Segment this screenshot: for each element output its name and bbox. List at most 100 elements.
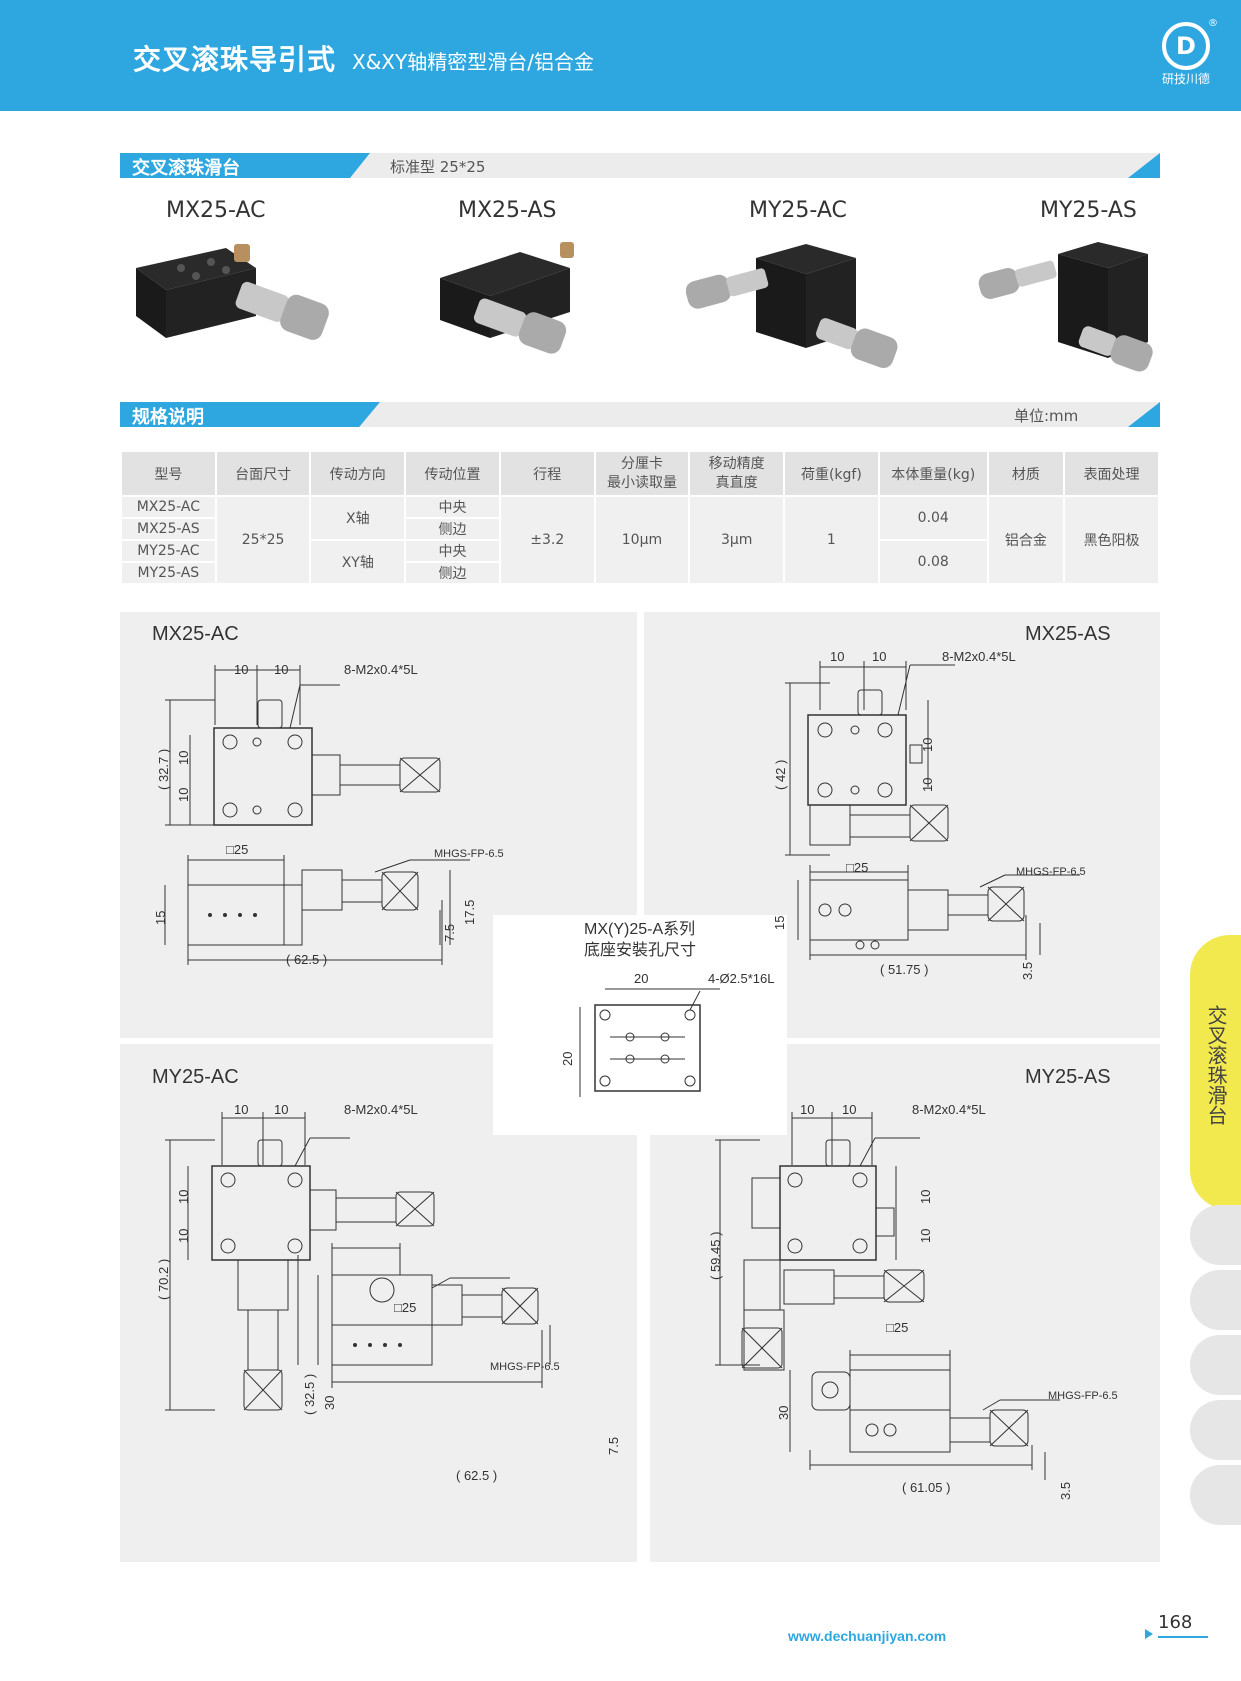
dim-label: 7.5 [606, 1436, 621, 1455]
dim-label: □25 [886, 1320, 909, 1335]
dim-label: 10 [176, 1228, 191, 1243]
footer-url[interactable]: www.dechuanjiyan.com [788, 1628, 947, 1644]
section-tag: 规格说明 [120, 402, 380, 427]
logo-d-icon: D [1176, 32, 1196, 60]
page-header: 交叉滚珠导引式 X&XY轴精密型滑台/铝合金 D 研技川德 ® [0, 0, 1241, 111]
section-note: 标准型 25*25 [390, 158, 486, 176]
col-header: 荷重(kgf) [783, 450, 880, 497]
dim-label: 3.5 [1058, 1481, 1073, 1500]
dim-label: ( 32.7 ) [156, 748, 171, 790]
drawing-base [579, 988, 720, 1097]
dim-label: 10 [920, 737, 935, 752]
cell-stroke: ±3.2 [498, 495, 596, 585]
product-name: MY25-AC [749, 198, 847, 223]
col-header: 传动位置 [404, 450, 501, 497]
col-header: 行程 [498, 450, 596, 497]
dim-mhgs-label: MHGS-FP-6.5 [1016, 866, 1086, 878]
unit-note: 单位:mm [1014, 407, 1079, 425]
product-photo-my25ac [686, 244, 898, 369]
dim-label: 10 [872, 649, 887, 664]
dim-mhgs-label: MHGS-FP-6.5 [1048, 1390, 1118, 1402]
cell-position: 中央 [404, 495, 501, 519]
page-subtitle: X&XY轴精密型滑台/铝合金 [352, 50, 594, 74]
cell-accuracy: 3μm [688, 495, 786, 585]
dim-label: 10 [176, 1189, 191, 1204]
base-subtitle: 底座安裝孔尺寸 [584, 942, 697, 959]
dim-label: 10 [800, 1102, 815, 1117]
dim-label: □25 [846, 860, 869, 875]
cell-direction: XY轴 [309, 539, 407, 585]
cell-size: 25*25 [214, 495, 312, 585]
table-row: MX25-AC 25*25 X轴 中央 ±3.2 10μm 3μm 1 0.04… [120, 495, 1160, 585]
section-corner [1128, 153, 1160, 178]
drawing-title: MX25-AS [1025, 623, 1111, 645]
col-header: 移动精度 真直度 [688, 450, 786, 497]
product-name: MX25-AC [166, 198, 266, 223]
drawing-mx25ac [164, 665, 470, 965]
page-title: 交叉滚珠导引式 [133, 43, 337, 76]
dim-label: 20 [634, 971, 649, 986]
brand-logo: D 研技川德 ® [1156, 18, 1218, 90]
product-photo-my25as [978, 242, 1153, 372]
dim-label: ( 59.45 ) [708, 1231, 723, 1280]
side-tab-strip[interactable] [1190, 1270, 1241, 1330]
dim-mhgs-label: MHGS-FP-6.5 [490, 1361, 560, 1373]
cell-model: MY25-AC [120, 539, 217, 563]
product-name: MY25-AS [1040, 198, 1137, 223]
dim-label: 7.5 [442, 923, 457, 942]
dim-label: 3.5 [1020, 961, 1035, 980]
cell-material: 铝合金 [986, 495, 1066, 585]
dim-label: 10 [918, 1228, 933, 1243]
section-bar-spec: 规格说明 单位:mm [120, 402, 1160, 427]
spec-table: 型号 台面尺寸 传动方向 传动位置 行程 分厘卡 最小读取量 移动精度 真直度 … [120, 450, 1160, 585]
side-tab-strip[interactable] [1190, 1205, 1241, 1265]
cell-position: 中央 [404, 539, 501, 563]
section-bar-products: 交叉滚珠滑台 标准型 25*25 [120, 153, 1160, 178]
drawing-mx25as [785, 661, 1080, 960]
product-name: MX25-AS [458, 198, 557, 223]
section-corner [1128, 402, 1160, 427]
dim-label: □25 [394, 1300, 417, 1315]
col-header: 型号 [120, 450, 217, 497]
dim-mhgs-label: MHGS-FP-6.5 [434, 848, 504, 860]
dim-label: ( 62.5 ) [456, 1468, 498, 1483]
side-tab-strip[interactable] [1190, 1465, 1241, 1525]
drawing-title: MX25-AC [152, 623, 239, 645]
dim-hole-label: 8-M2x0.4*5L [344, 1102, 418, 1117]
side-tab[interactable]: 交叉滚珠滑台 [1190, 935, 1241, 1210]
page-arrow-icon [1145, 1629, 1153, 1639]
cell-model: MY25-AS [120, 561, 217, 585]
drawing-my25as [715, 1112, 1060, 1480]
col-header: 台面尺寸 [214, 450, 312, 497]
dim-hole-label: 4-Ø2.5*16L [708, 971, 775, 986]
dim-label: □25 [226, 842, 249, 857]
side-tab-strip[interactable] [1190, 1400, 1241, 1460]
base-title: MX(Y)25-A系列 [584, 921, 696, 938]
col-header: 表面处理 [1063, 450, 1160, 497]
page-number: 168 [1158, 1612, 1193, 1633]
cell-load: 1 [783, 495, 880, 585]
cell-weight: 0.04 [877, 495, 989, 541]
drawing-title: MY25-AC [152, 1066, 239, 1088]
dim-label: ( 70.2 ) [156, 1258, 171, 1300]
cell-model: MX25-AS [120, 517, 217, 541]
dim-label: 10 [274, 1102, 289, 1117]
dim-label: 30 [322, 1395, 337, 1410]
dim-label: 10 [830, 649, 845, 664]
cell-position: 侧边 [404, 561, 501, 585]
table-row: MX25-AS 侧边 [120, 517, 1159, 541]
dim-label: ( 51.75 ) [880, 962, 929, 977]
dim-hole-label: 8-M2x0.4*5L [912, 1102, 986, 1117]
cell-model: MX25-AC [120, 495, 217, 519]
dim-label: 10 [234, 662, 249, 677]
dim-label: 30 [776, 1405, 791, 1420]
table-row: MY25-AS 侧边 [120, 561, 1159, 585]
dim-label: 15 [772, 915, 787, 930]
col-header: 传动方向 [309, 450, 407, 497]
drawing-title: MY25-AS [1025, 1066, 1111, 1088]
cell-weight: 0.08 [877, 539, 989, 585]
side-tab-strip[interactable] [1190, 1335, 1241, 1395]
dim-label: ( 42 ) [773, 759, 788, 790]
dim-label: 15 [153, 910, 168, 925]
dim-label: 10 [274, 662, 289, 677]
